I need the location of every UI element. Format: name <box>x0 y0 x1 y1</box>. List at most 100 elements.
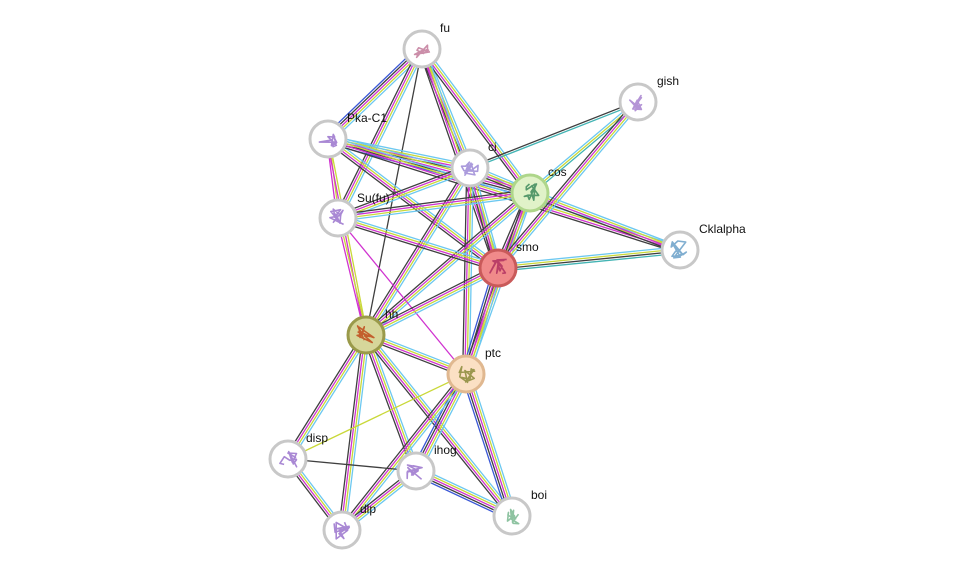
edge-cos-hh[interactable] <box>363 189 533 339</box>
edge-strand <box>366 270 501 339</box>
edge-su-fu-smo[interactable] <box>336 214 500 272</box>
edge-strand <box>494 99 637 267</box>
edge-ci-su-fu[interactable] <box>336 164 472 222</box>
structure-trace <box>489 258 507 275</box>
edge-fu-su-fu[interactable] <box>334 46 426 221</box>
edge-strand <box>342 374 468 532</box>
edge-strand <box>338 333 364 531</box>
edge-cos-su-fu[interactable] <box>336 189 532 222</box>
edge-ptc-disp[interactable] <box>287 373 467 460</box>
node-ihog[interactable]: ihog <box>396 443 457 491</box>
node-disp[interactable]: disp <box>268 431 328 479</box>
edge-strand <box>497 250 681 270</box>
edge-strand <box>529 101 639 194</box>
structure-trace <box>356 325 375 344</box>
edge-strand <box>327 48 423 140</box>
node-label: disp <box>306 431 328 445</box>
protein-structure-icon <box>329 208 344 226</box>
edge-strand <box>336 217 366 336</box>
edge-strand <box>288 334 368 461</box>
edge-fu-pka-c1[interactable] <box>324 45 426 143</box>
node-label: Pka-C1 <box>347 111 387 125</box>
edge-strand <box>418 50 529 196</box>
edge-ci-gish[interactable] <box>468 100 640 170</box>
edge-strand <box>422 47 472 169</box>
node-label: hh <box>385 307 398 321</box>
edge-strand <box>498 102 640 270</box>
edge-strand <box>469 371 517 516</box>
node-su-fu[interactable]: Su(fu) <box>318 191 390 238</box>
structure-trace <box>318 133 338 148</box>
edge-smo-hh[interactable] <box>363 264 501 339</box>
edge-strand <box>337 193 531 220</box>
node-circle[interactable] <box>308 119 348 159</box>
edge-strand <box>364 191 530 335</box>
edge-strand <box>328 49 425 142</box>
edge-strand <box>362 165 468 334</box>
structure-trace <box>460 161 479 176</box>
edge-strand <box>336 220 498 272</box>
edge-strand <box>461 374 509 519</box>
edge-ptc-dlp[interactable] <box>338 371 470 533</box>
edge-smo-cklalpha[interactable] <box>497 246 681 272</box>
edge-strand <box>366 167 472 337</box>
edge-su-fu-ptc[interactable] <box>337 217 467 375</box>
edge-strand <box>496 100 638 268</box>
edge-strand <box>364 166 470 336</box>
node-fu[interactable]: fu <box>402 21 450 69</box>
edge-strand <box>337 218 499 270</box>
structure-trace <box>670 240 688 259</box>
node-dlp[interactable]: dlp <box>322 502 376 550</box>
edge-strand <box>530 189 682 248</box>
edge-hh-disp[interactable] <box>284 332 370 462</box>
edge-strand <box>326 138 366 336</box>
edge-strand <box>337 168 472 220</box>
node-hh[interactable]: hh <box>346 307 398 355</box>
edge-strand <box>363 264 498 333</box>
edge-strand <box>364 334 416 473</box>
edge-strand <box>422 47 532 193</box>
node-cklalpha[interactable]: Cklalpha <box>660 222 746 270</box>
edge-strand <box>468 167 474 375</box>
edge-fu-hh[interactable] <box>365 48 423 336</box>
node-boi[interactable]: boi <box>492 488 547 536</box>
edge-strand <box>338 371 465 529</box>
edge-ci-hh[interactable] <box>362 165 474 338</box>
edge-strand <box>340 334 366 531</box>
edge-disp-ihog[interactable] <box>287 458 417 472</box>
node-ci[interactable]: ci <box>450 140 497 188</box>
edge-strand <box>338 214 500 266</box>
protein-structure-icon <box>279 450 298 468</box>
edge-strand <box>324 45 420 137</box>
node-ptc[interactable]: ptc <box>446 346 501 394</box>
node-gish[interactable]: gish <box>618 74 679 122</box>
edge-su-fu-hh[interactable] <box>336 217 368 336</box>
structure-trace <box>333 521 351 540</box>
node-cos[interactable]: cos <box>510 165 567 213</box>
structure-trace <box>458 365 476 384</box>
node-label: fu <box>440 21 450 35</box>
node-label: ihog <box>434 443 457 457</box>
edge-strand <box>328 138 368 336</box>
edge-fu-ci[interactable] <box>418 47 474 170</box>
node-circle[interactable] <box>510 173 550 213</box>
edge-strand <box>366 193 532 337</box>
edge-strand <box>338 170 472 222</box>
edge-strand <box>365 268 500 337</box>
edge-strand <box>290 336 370 462</box>
edge-fu-cos[interactable] <box>418 46 534 196</box>
edge-ptc-boi[interactable] <box>461 371 517 519</box>
edge-strand <box>423 46 534 192</box>
edge-pka-c1-cklalpha[interactable] <box>326 135 682 254</box>
edge-hh-dlp[interactable] <box>338 333 370 532</box>
edge-cos-gish[interactable] <box>527 99 641 196</box>
edge-gish-smo[interactable] <box>494 99 642 271</box>
edge-pka-c1-hh[interactable] <box>326 138 368 336</box>
node-smo[interactable]: smo <box>478 240 539 288</box>
edge-hh-ihog[interactable] <box>362 333 420 473</box>
node-pka-c1[interactable]: Pka-C1 <box>308 111 387 159</box>
edge-strand <box>336 164 470 216</box>
